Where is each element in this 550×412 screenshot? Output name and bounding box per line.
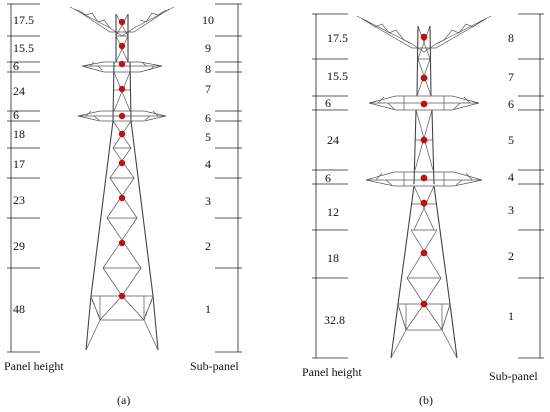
- figure-a-right-axis-label: Sub-panel: [190, 359, 239, 373]
- sub-panel-a-8: 8: [205, 62, 211, 76]
- panel-height-a-10: 48: [13, 302, 25, 316]
- sub-panel-a-5: 5: [205, 130, 211, 144]
- node-b-3: [420, 199, 428, 207]
- sub-panel-a-10: 10: [202, 13, 214, 27]
- node-a-9: [118, 42, 126, 50]
- panel-height-a-1: 17.5: [13, 13, 34, 27]
- node-a-6: [118, 112, 126, 120]
- figure-a: 17.5 15.5 6 24 6 18 17 23 29 48 10 9: [4, 3, 242, 407]
- figure-b: 17.5 15.5 6 24 6 12 18 32.8 8 7 6 5 4 3: [302, 13, 544, 407]
- panel-height-b-1: 17.5: [327, 31, 348, 45]
- sub-panel-a-9: 9: [205, 41, 211, 55]
- figure-b-right-axis-label: Sub-panel: [489, 369, 538, 383]
- panel-height-a-4: 24: [13, 84, 25, 98]
- node-a-3: [118, 194, 126, 202]
- sub-panel-b-4: 4: [508, 170, 514, 184]
- node-b-1: [420, 300, 428, 308]
- sub-panel-b-2: 2: [508, 249, 514, 263]
- node-b-6: [420, 100, 428, 108]
- figure-b-left-axis-label: Panel height: [302, 365, 362, 379]
- panel-height-b-3: 6: [325, 96, 331, 110]
- panel-height-a-9: 29: [13, 239, 25, 253]
- sub-panel-a-1: 1: [205, 302, 211, 316]
- figure-a-caption: (a): [117, 393, 130, 407]
- node-b-2: [420, 249, 428, 257]
- sub-panel-a-2: 2: [205, 239, 211, 253]
- node-a-8: [118, 60, 126, 68]
- panel-height-a-3: 6: [13, 59, 19, 73]
- node-b-7: [420, 74, 428, 82]
- figure-b-panel-height-scale: 17.5 15.5 6 24 6 12 18 32.8: [312, 13, 348, 359]
- node-a-2: [118, 239, 126, 247]
- sub-panel-a-7: 7: [205, 82, 211, 96]
- node-b-5: [420, 136, 428, 144]
- panel-height-b-4: 24: [327, 133, 339, 147]
- panel-height-a-2: 15.5: [13, 41, 34, 55]
- node-a-1: [118, 292, 126, 300]
- sub-panel-a-3: 3: [205, 194, 211, 208]
- figure-b-tower: [356, 15, 492, 359]
- node-b-8: [420, 33, 428, 41]
- figure-a-sub-panel-scale: 10 9 8 7 6 5 4 3 2 1: [202, 3, 242, 353]
- sub-panel-b-1: 1: [508, 309, 514, 323]
- panel-height-b-7: 18: [327, 251, 339, 265]
- panel-height-b-2: 15.5: [327, 69, 348, 83]
- sub-panel-b-3: 3: [508, 203, 514, 217]
- figure-b-sub-panel-scale: 8 7 6 5 4 3 2 1: [508, 13, 544, 359]
- figure-b-nodes: [420, 33, 428, 308]
- sub-panel-a-6: 6: [205, 111, 211, 125]
- panel-height-a-7: 17: [13, 157, 25, 171]
- sub-panel-b-5: 5: [508, 133, 514, 147]
- panel-height-b-8: 32.8: [324, 313, 345, 327]
- figure-a-nodes: [118, 18, 126, 300]
- panel-height-a-5: 6: [13, 108, 19, 122]
- panel-height-a-8: 23: [13, 193, 25, 207]
- sub-panel-a-4: 4: [205, 157, 211, 171]
- figure-a-panel-height-scale: 17.5 15.5 6 24 6 18 17 23 29 48: [7, 3, 40, 353]
- node-a-7: [118, 85, 126, 93]
- sub-panel-b-8: 8: [508, 31, 514, 45]
- panel-height-b-5: 6: [325, 171, 331, 185]
- node-a-5: [118, 130, 126, 138]
- node-b-4: [420, 174, 428, 182]
- panel-height-b-6: 12: [327, 205, 339, 219]
- node-a-10: [118, 18, 126, 26]
- sub-panel-b-6: 6: [508, 97, 514, 111]
- figure-b-caption: (b): [419, 393, 433, 407]
- node-a-4: [118, 159, 126, 167]
- figure-a-left-axis-label: Panel height: [4, 359, 64, 373]
- sub-panel-b-7: 7: [508, 70, 514, 84]
- panel-height-a-6: 18: [13, 127, 25, 141]
